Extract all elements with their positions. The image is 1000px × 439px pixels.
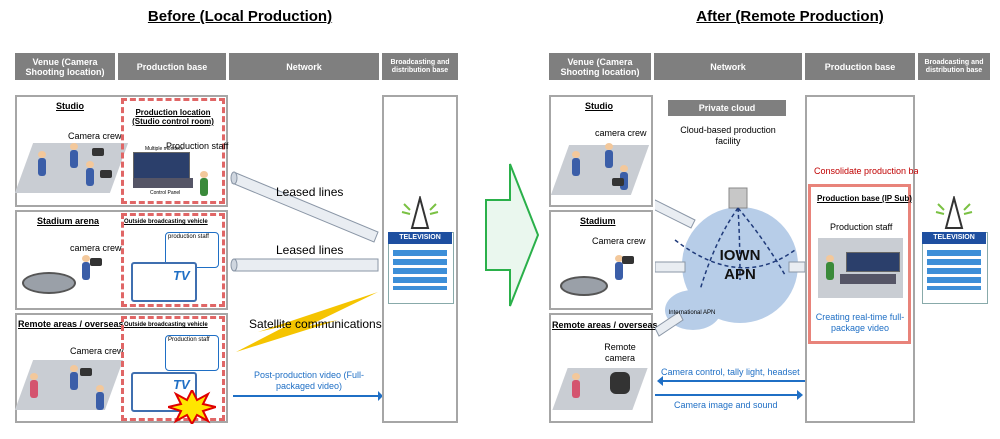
camera-crew-person-icon	[70, 143, 78, 168]
stadium-icon	[560, 276, 608, 296]
before-studio-camera-crew: Camera crew	[68, 131, 122, 141]
camera-crew-person-icon	[86, 161, 94, 186]
after-remote-floor	[552, 368, 648, 410]
before-remote-staff-label: Production staff	[168, 337, 210, 343]
production-staff-person-icon	[200, 171, 208, 196]
after-studio-camera-crew: camera crew	[595, 128, 647, 138]
before-stadium-label: Stadium arena	[37, 216, 100, 226]
reporter-person-icon	[30, 373, 38, 398]
before-stadium-staff-label: production staff	[168, 234, 209, 240]
before-header-production-base: Production base	[118, 53, 226, 80]
before-header-broadcasting: Broadcasting and distribution base	[382, 53, 458, 80]
international-apn-label: International APN	[668, 310, 716, 316]
before-remote-label: Remote areas / overseas	[18, 319, 124, 329]
camera-crew-person-icon	[38, 151, 46, 176]
control-panel-icon	[133, 178, 193, 188]
before-stadium-production-box	[121, 213, 225, 307]
video-camera-icon	[92, 148, 104, 156]
after-header-broadcasting: Broadcasting and distribution base	[918, 53, 990, 80]
after-stadium-panel	[549, 210, 653, 310]
stadium-icon	[22, 272, 76, 294]
consolidate-label: Consolidate production bases!	[814, 166, 936, 176]
van-tv-logo: TV	[173, 377, 190, 392]
camera-crew-person-icon	[605, 143, 613, 168]
before-stadium-camera-crew: camera crew	[70, 243, 122, 253]
before-remote-camera-crew: Camera crew	[70, 346, 124, 356]
multiple-monitors-label: Multiple monitors	[145, 146, 183, 152]
after-production-staff-label: Production staff	[830, 222, 893, 232]
remote-camera-icon	[610, 372, 630, 394]
leased-lines-2-label: Leased lines	[276, 243, 344, 257]
broadcast-tower-icon	[935, 196, 973, 229]
ip-sub-label: Production base (IP Sub)	[817, 194, 912, 203]
iown-label: IOWN	[719, 247, 761, 264]
building-windows	[927, 250, 981, 290]
reporter-person-icon	[572, 373, 580, 398]
remote-camera-label: Remote camera	[604, 342, 636, 363]
monitor-wall-icon	[133, 152, 190, 180]
camera-crew-person-icon	[82, 255, 90, 280]
control-panel-label: Control Panel	[150, 190, 181, 196]
before-remote-production-box	[121, 316, 225, 421]
broadcast-tower-icon	[401, 196, 439, 229]
camera-crew-person-icon	[96, 385, 104, 410]
leased-lines-1-label: Leased lines	[276, 185, 344, 199]
building-windows	[393, 250, 447, 290]
before-production-staff-label: Production staff	[166, 141, 229, 151]
before-header-network: Network	[229, 53, 379, 80]
before-network-links	[230, 171, 383, 401]
before-stadium-vehicle-label: Outside broadcasting vehicle	[124, 219, 208, 225]
video-camera-icon	[90, 258, 102, 266]
video-camera-icon	[622, 256, 634, 264]
iown-apn-network	[655, 187, 805, 337]
camera-crew-person-icon	[572, 151, 580, 176]
after-studio-label: Studio	[585, 101, 613, 111]
monitor-icon	[846, 252, 900, 272]
van-tv-logo: TV	[173, 268, 190, 283]
post-production-video-label: Post-production video (Full-packaged vid…	[253, 370, 365, 391]
after-header-production-base: Production base	[805, 53, 915, 80]
apn-label: APN	[724, 266, 756, 283]
before-studio-production-box	[121, 98, 225, 204]
explosion-burst-icon	[168, 390, 216, 424]
after-signal-arrows	[655, 376, 805, 400]
transition-arrow-icon	[485, 163, 540, 307]
private-cloud-label: Private cloud	[668, 100, 786, 116]
after-stadium-label: Stadium	[580, 216, 616, 226]
camera-crew-person-icon	[620, 165, 628, 190]
staff-callout	[165, 335, 219, 371]
before-remote-vehicle-label: Outside broadcasting vehicle	[124, 322, 208, 328]
after-header-network: Network	[654, 53, 802, 80]
camera-control-label: Camera control, tally light, headset	[661, 367, 800, 377]
after-stadium-camera-crew: Camera crew	[592, 236, 646, 246]
creating-video-label: Creating real-time full-package video	[815, 312, 905, 333]
video-camera-icon	[100, 170, 112, 178]
cloud-facility-label: Cloud-based production facility	[680, 125, 776, 146]
ip-sub-box	[808, 184, 911, 344]
before-header-venue: Venue (Camera Shooting location)	[15, 53, 115, 80]
control-desk-icon	[840, 274, 896, 284]
after-remote-label: Remote areas / overseas	[552, 320, 658, 330]
camera-crew-person-icon	[70, 365, 78, 390]
video-camera-icon	[80, 368, 92, 376]
before-studio-label: Studio	[56, 101, 84, 111]
after-title: After (Remote Production)	[696, 8, 884, 25]
camera-image-sound-label: Camera image and sound	[674, 400, 778, 410]
television-sign: TELEVISION	[922, 232, 986, 244]
production-staff-person-icon	[826, 255, 834, 280]
camera-crew-person-icon	[615, 255, 623, 280]
video-camera-icon	[612, 178, 624, 186]
before-title: Before (Local Production)	[147, 8, 333, 25]
after-header-venue: Venue (Camera Shooting location)	[549, 53, 651, 80]
television-sign: TELEVISION	[388, 232, 452, 244]
broadcast-van-icon	[131, 262, 197, 302]
satellite-communications-label: Satellite communications	[249, 317, 382, 331]
before-production-location-label: Production location (Studio control room…	[132, 108, 214, 126]
